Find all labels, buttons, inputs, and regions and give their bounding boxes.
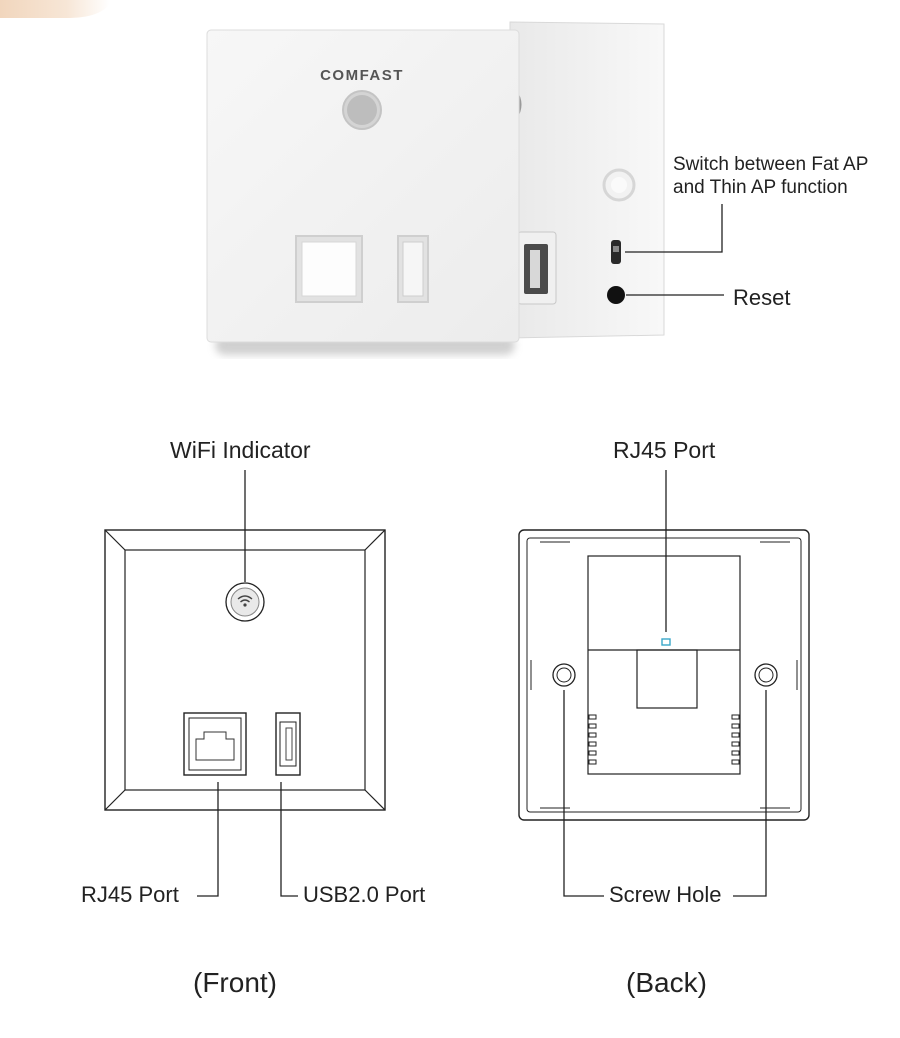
rear-panel [509, 21, 665, 339]
usb-label: USB2.0 Port [303, 882, 426, 907]
front-panel-photo: COMFAST [206, 29, 520, 343]
rj45-socket-icon [183, 712, 247, 776]
screw-left-leader-line [563, 690, 604, 897]
screw-hole-left [552, 663, 576, 687]
back-caption: (Back) [626, 967, 707, 998]
rj45-back-label: RJ45 Port [613, 437, 716, 463]
brand-logo: COMFAST [320, 67, 404, 84]
front-caption: (Front) [193, 967, 277, 998]
product-photo: COMFAST [206, 21, 724, 355]
switch-label-line2: and Thin AP function [673, 177, 848, 198]
back-led [661, 638, 671, 646]
front-drawing [104, 470, 386, 897]
usb-leader-line [280, 782, 298, 897]
reset-button [607, 286, 625, 304]
screw-hole-label: Screw Hole [609, 882, 722, 907]
switch-leader-line [625, 204, 723, 253]
wifi-indicator-label: WiFi Indicator [170, 437, 311, 463]
switch-label-line1: Switch between Fat AP [673, 154, 869, 175]
reset-label: Reset [733, 285, 791, 310]
back-drawing [518, 470, 810, 897]
rj45-front-leader-line [197, 782, 219, 897]
vent-slots [588, 714, 740, 765]
rj45-front-label: RJ45 Port [81, 882, 179, 907]
screw-right-leader-line [733, 690, 767, 897]
usb-socket-icon [275, 712, 301, 776]
wifi-icon [225, 582, 265, 622]
decorative-corner [0, 0, 110, 18]
screw-hole-right [754, 663, 778, 687]
